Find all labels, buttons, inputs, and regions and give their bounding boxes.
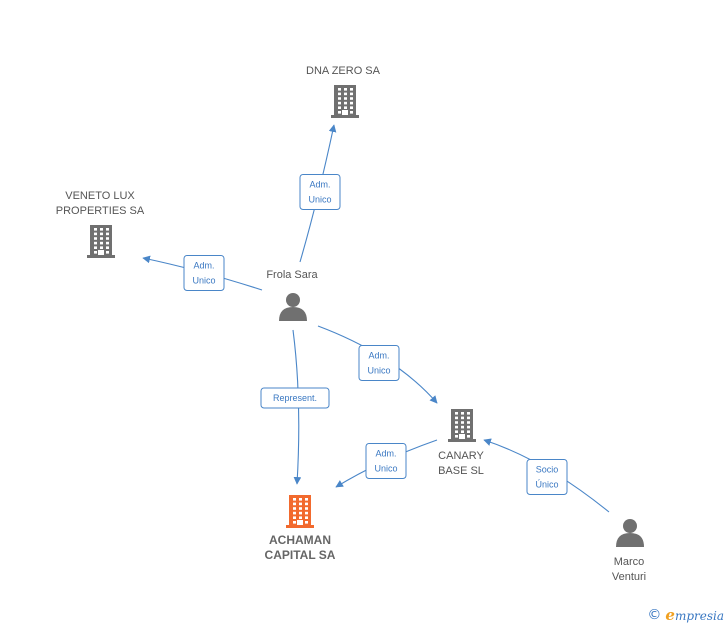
edge-label-text: Adm. (193, 261, 214, 271)
edge-frola_sara-to-dna_zero: Adm. Unico (299, 124, 341, 263)
node-canary_base[interactable]: CANARY BASE SL (438, 409, 484, 477)
edges-layer: Adm.UnicoAdm.UnicoAdm.UnicoRepresent.Adm… (142, 124, 610, 513)
edge-frola_sara-to-canary_base: Adm. Unico (317, 325, 438, 404)
node-label: CAPITAL SA (265, 548, 336, 562)
node-dna_zero[interactable]: DNA ZERO SA (306, 65, 381, 118)
node-label: BASE SL (438, 465, 484, 477)
edge-label-text: Adm. (368, 351, 389, 361)
brand-initial: e (665, 606, 675, 624)
node-frola_sara[interactable]: Frola Sara (266, 269, 319, 321)
edge-label-box[interactable] (526, 459, 568, 495)
node-label: ACHAMAN (269, 533, 331, 547)
edge-canary_base-to-achaman: Adm. Unico (335, 439, 438, 488)
copyright-symbol: © (647, 607, 662, 623)
edge-label-text: Unico (367, 366, 390, 376)
footer-brand: © empresia (647, 606, 724, 624)
edge-label-text: Único (535, 480, 558, 490)
building-icon[interactable] (286, 495, 314, 528)
node-label: DNA ZERO SA (306, 65, 381, 77)
node-label: VENETO LUX (65, 190, 135, 202)
edge-label-text: Unico (308, 195, 331, 205)
empresia-logo[interactable]: empresia (665, 606, 724, 624)
node-veneto_lux[interactable]: VENETO LUX PROPERTIES SA (56, 190, 145, 258)
edge-label-text: Unico (192, 276, 215, 286)
building-icon[interactable] (448, 409, 476, 442)
node-label: Venturi (612, 571, 646, 583)
brand-rest: mpresia (674, 609, 724, 623)
person-icon[interactable] (279, 293, 307, 321)
person-icon[interactable] (616, 519, 644, 547)
edge-label-text: Adm. (375, 449, 396, 459)
edge-label-box[interactable] (365, 443, 407, 479)
edge-label-text: Socio (536, 465, 559, 475)
edge-label-box[interactable] (299, 174, 341, 210)
edge-frola_sara-to-achaman: Represent. (260, 329, 330, 485)
nodes-layer: DNA ZERO SA VENETO LUX PROPERTIES SA Frola … (56, 65, 646, 583)
node-label: PROPERTIES SA (56, 205, 145, 217)
edge-frola_sara-to-veneto_lux: Adm. Unico (142, 255, 263, 291)
node-label: Frola Sara (266, 269, 318, 281)
edge-label-box[interactable] (183, 255, 225, 291)
edge-label-box[interactable] (260, 387, 330, 409)
edge-label-text: Adm. (309, 180, 330, 190)
building-icon[interactable] (87, 225, 115, 258)
building-icon[interactable] (331, 85, 359, 118)
edge-label-text: Represent. (273, 393, 317, 403)
node-label: Marco (614, 556, 645, 568)
edge-label-box[interactable] (358, 345, 400, 381)
edge-label-text: Unico (374, 464, 397, 474)
node-label: CANARY (438, 450, 484, 462)
